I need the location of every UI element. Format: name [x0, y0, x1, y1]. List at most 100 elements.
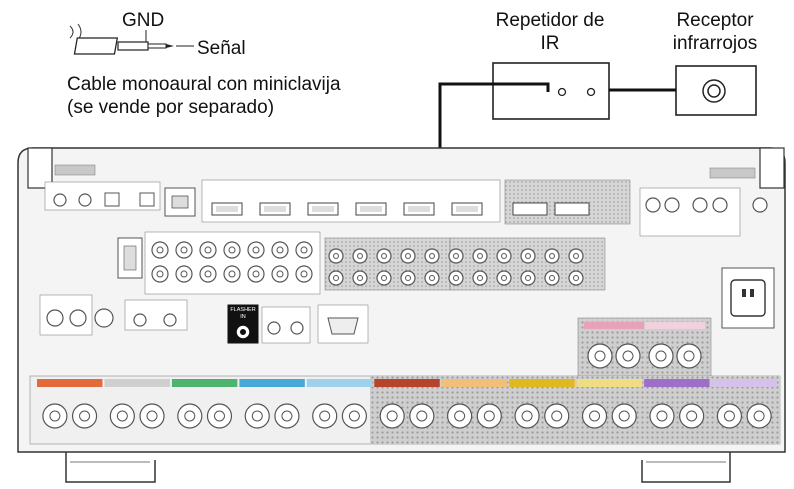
- audio-in-jack-center: [156, 270, 164, 278]
- digital-audio-in-section: [44, 181, 161, 211]
- network-port-jack: [171, 195, 189, 209]
- pre-out-jack-center: [501, 275, 507, 281]
- pre-out-jack-center: [525, 275, 531, 281]
- speaker-terminal-center: [213, 410, 225, 422]
- speaker-terminal-center: [683, 350, 695, 362]
- rs232c-port: [327, 317, 359, 335]
- dc-out-jack: [163, 313, 177, 327]
- speaker-terminal-center: [251, 410, 263, 422]
- usb-port-slot: [123, 245, 137, 271]
- speaker-terminal-center: [146, 410, 158, 422]
- phono-jack-l: [46, 309, 64, 327]
- ir-receiver-label-line1: Receptor: [676, 10, 754, 31]
- upper-speaker-terminals: [587, 343, 702, 369]
- pre-out-jack-center: [573, 275, 579, 281]
- speaker-terminal-center: [594, 350, 606, 362]
- pre-out-jack-center: [525, 253, 531, 259]
- audio-in-jack-center: [204, 270, 212, 278]
- pre-out-jack-center: [333, 275, 339, 281]
- speaker-terminal-center: [521, 410, 533, 422]
- component-in-jack: [712, 197, 728, 213]
- hdmi-in-port-slot: [216, 206, 238, 212]
- flasher-in-jack-center: [240, 329, 246, 335]
- pre-out-jack-center: [477, 253, 483, 259]
- audio-in-jack-center: [228, 246, 236, 254]
- ac-in-pin: [742, 289, 746, 297]
- remote-control-jack: [290, 321, 304, 335]
- speaker-color-strip: [645, 322, 705, 329]
- hdmi-in-port-slot: [360, 206, 382, 212]
- speaker-terminals: [42, 403, 772, 429]
- hdmi-in-port-slot: [456, 206, 478, 212]
- pre-out-jack-center: [573, 253, 579, 259]
- cable-description-line2: (se vende por separado): [67, 97, 275, 118]
- pre-out-jack-center: [549, 275, 555, 281]
- audio-in-jack-center: [276, 270, 284, 278]
- hdmi-in-port-slot: [312, 206, 334, 212]
- signal-gnd-terminal: [94, 308, 114, 328]
- hdmi-out-port-2: [554, 202, 590, 216]
- speaker-group-strip: [711, 379, 777, 387]
- pre-out-jack-center: [453, 253, 459, 259]
- pre-out-jack-center: [357, 253, 363, 259]
- speaker-group-strip: [509, 379, 575, 387]
- ac-in-pin: [750, 289, 754, 297]
- audio-in-jack-center: [228, 270, 236, 278]
- pre-out-jack-center: [549, 253, 555, 259]
- speaker-terminal-center: [416, 410, 428, 422]
- pre-out-jack-center: [405, 275, 411, 281]
- remote-control-jack: [267, 321, 281, 335]
- video-in-jack: [645, 197, 661, 213]
- pre-out-jack-center: [453, 275, 459, 281]
- pre-out-jack-center: [405, 253, 411, 259]
- audio-in-jack-center: [300, 270, 308, 278]
- audio-in-jack-center: [252, 270, 260, 278]
- speaker-group-strip: [576, 379, 643, 387]
- ir-repeater-label-line1: Repetidor de: [495, 10, 605, 31]
- speaker-terminal-center: [348, 410, 360, 422]
- speaker-terminal-center: [723, 410, 735, 422]
- audio-in-jack-center: [204, 246, 212, 254]
- audio-in-section: [144, 231, 321, 295]
- pre-out-jack-center: [477, 275, 483, 281]
- audio-in-jack-center: [276, 246, 284, 254]
- speaker-terminal-center: [184, 410, 196, 422]
- speaker-terminal-center: [454, 410, 466, 422]
- speaker-terminal-center: [49, 410, 61, 422]
- pre-out-jack-center: [429, 253, 435, 259]
- hdmi-in-section: [201, 179, 501, 223]
- ir-repeater-label-line2: IR: [540, 33, 560, 54]
- speaker-group-strip: [441, 379, 508, 387]
- pre-out-jacks: [328, 248, 584, 286]
- pre-out-jack-center: [333, 253, 339, 259]
- mini-plug-cable-icon: [69, 23, 194, 55]
- cable-description-line1: Cable monoaural con miniclavija: [67, 74, 341, 95]
- gnd-label: GND: [122, 10, 165, 31]
- speaker-terminal-center: [655, 350, 667, 362]
- hdmi-out-port-1: [512, 202, 548, 216]
- speaker-group-strip: [306, 379, 373, 387]
- speaker-terminal-bar-shaded: [370, 376, 780, 444]
- dc-out-jack: [133, 313, 147, 327]
- speaker-group-strip: [644, 379, 710, 387]
- ir-repeater-jack-1: [557, 87, 567, 97]
- ac-in-socket: [730, 279, 766, 317]
- audio-in-jack-center: [180, 270, 188, 278]
- audio-in-jack-center: [300, 246, 308, 254]
- speaker-color-strip: [584, 322, 644, 329]
- speaker-terminal-center: [79, 410, 91, 422]
- pre-out-jack-center: [501, 253, 507, 259]
- speaker-group-strips: [37, 379, 777, 387]
- pre-out-jack-center: [381, 253, 387, 259]
- speaker-terminal-center: [622, 350, 634, 362]
- speaker-group-strip: [104, 379, 170, 387]
- hdmi-out-section: [504, 179, 631, 225]
- component-in-jack: [692, 197, 708, 213]
- speaker-terminal-center: [589, 410, 601, 422]
- speaker-group-strip: [374, 379, 440, 387]
- flasher-in-label-line1: FLASHER: [230, 307, 255, 313]
- speaker-group-strip: [37, 379, 103, 387]
- audio-in-jack-center: [252, 246, 260, 254]
